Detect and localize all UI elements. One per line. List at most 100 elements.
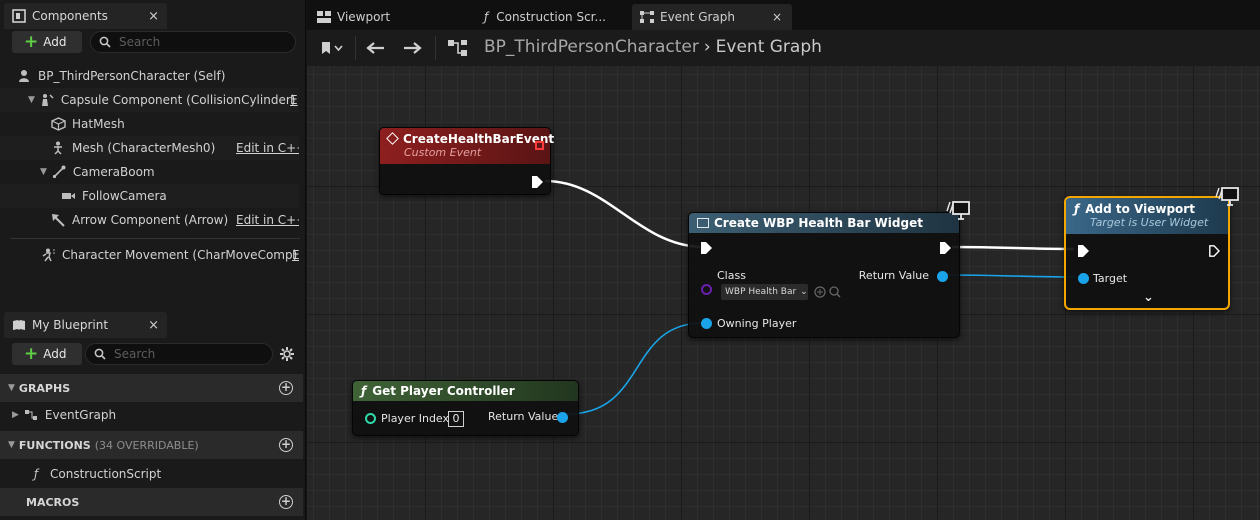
node-subtitle: Target is User Widget bbox=[1090, 216, 1209, 229]
exec-out-pin[interactable] bbox=[940, 242, 951, 254]
wire-layer bbox=[544, 179, 1076, 415]
chevron-right-icon[interactable]: ▶ bbox=[12, 410, 19, 420]
exec-in-pin[interactable] bbox=[701, 242, 712, 254]
camera-icon bbox=[60, 188, 76, 204]
my-blueprint-tab-label: My Blueprint bbox=[32, 318, 109, 332]
tab-label: Construction Scr... bbox=[496, 10, 606, 24]
owning-player-pin[interactable] bbox=[701, 318, 712, 329]
browse-icons[interactable] bbox=[814, 285, 844, 299]
section-functions[interactable]: ▼ FUNCTIONS (34 OVERRIDABLE) + bbox=[0, 431, 303, 459]
edit-link[interactable]: E bbox=[290, 93, 298, 107]
tree-item-capsule[interactable]: ▼ Capsule Component (CollisionCylinder) … bbox=[0, 88, 299, 112]
edit-in-cpp-link[interactable]: Edit in C++ bbox=[236, 141, 299, 155]
tree-item-label: Mesh (CharacterMesh0) bbox=[72, 141, 216, 155]
edit-in-cpp-link[interactable]: Edit in C++ bbox=[236, 213, 299, 227]
tree-item-self[interactable]: BP_ThirdPersonCharacter (Self) bbox=[0, 64, 299, 88]
player-index-input[interactable]: 0 bbox=[448, 411, 464, 427]
tree-item-cameraboom[interactable]: ▼ CameraBoom bbox=[0, 160, 299, 184]
arrow-right-icon bbox=[404, 42, 422, 54]
section-graphs[interactable]: ▼ GRAPHS + bbox=[0, 374, 303, 402]
book-icon bbox=[13, 320, 25, 330]
tab-construction-script[interactable]: ƒ Construction Scr... bbox=[472, 4, 632, 30]
chevron-down-icon[interactable]: ▼ bbox=[28, 95, 35, 105]
close-icon[interactable]: × bbox=[148, 317, 159, 333]
function-icon: ƒ bbox=[484, 10, 489, 24]
blueprint-search-input[interactable]: Search bbox=[85, 343, 273, 365]
exec-in-pin[interactable] bbox=[1078, 245, 1089, 257]
search-placeholder: Search bbox=[119, 35, 161, 49]
search-icon bbox=[94, 348, 106, 360]
node-subtitle: Custom Event bbox=[404, 146, 482, 159]
exec-out-pin[interactable] bbox=[532, 176, 543, 188]
client-only-icon bbox=[946, 201, 970, 220]
search-placeholder: Search bbox=[114, 347, 156, 361]
object-wire[interactable] bbox=[566, 322, 703, 415]
tree-item-label: CameraBoom bbox=[72, 165, 155, 179]
plus-icon: + bbox=[24, 31, 39, 52]
bookmark-dropdown[interactable] bbox=[315, 36, 349, 60]
edit-link[interactable]: E bbox=[292, 248, 299, 262]
tab-viewport[interactable]: Viewport bbox=[309, 4, 469, 30]
components-search-input[interactable]: Search bbox=[90, 31, 296, 53]
graph-item-eventgraph[interactable]: ▶ EventGraph bbox=[0, 403, 299, 427]
class-pin[interactable] bbox=[701, 284, 712, 295]
player-index-pin[interactable] bbox=[365, 413, 376, 424]
forward-button[interactable] bbox=[401, 36, 425, 60]
tree-item-label: Character Movement (CharMoveComp) bbox=[62, 248, 298, 262]
tree-item-movement[interactable]: Character Movement (CharMoveComp) E bbox=[0, 243, 299, 267]
gear-icon[interactable] bbox=[279, 346, 295, 362]
add-graph-icon[interactable]: + bbox=[279, 380, 293, 395]
pawn-icon bbox=[16, 68, 32, 84]
add-macro-icon[interactable]: + bbox=[279, 494, 293, 509]
tab-event-graph[interactable]: Event Graph × bbox=[632, 4, 792, 30]
object-wire[interactable] bbox=[946, 274, 1076, 278]
create-widget-node[interactable]: Create WBP Health Bar Widget Class WBP H… bbox=[688, 201, 970, 338]
section-sublabel: (34 OVERRIDABLE) bbox=[94, 438, 199, 452]
function-item-constructionscript[interactable]: ƒ ConstructionScript bbox=[0, 462, 299, 486]
close-icon[interactable]: × bbox=[771, 10, 782, 24]
target-pin[interactable] bbox=[1078, 273, 1089, 284]
left-panel: Components × + Add Search BP_ThirdPerson… bbox=[0, 0, 306, 520]
exec-out-pin[interactable] bbox=[1209, 245, 1220, 257]
class-select[interactable]: WBP Health Bar⌄ bbox=[721, 284, 808, 300]
exec-wire[interactable] bbox=[544, 179, 701, 249]
class-pin-label: Class bbox=[717, 269, 746, 282]
node-title: Add to Viewport bbox=[1085, 202, 1195, 216]
custom-event-node[interactable]: CreateHealthBarEvent Custom Event bbox=[379, 127, 554, 195]
section-macros[interactable]: MACROS + bbox=[0, 488, 303, 516]
divider bbox=[435, 36, 436, 60]
add-component-button[interactable]: + Add bbox=[12, 31, 82, 53]
tree-item-hatmesh[interactable]: HatMesh bbox=[0, 112, 299, 136]
breadcrumb-current: Event Graph bbox=[715, 37, 822, 57]
static-mesh-icon bbox=[50, 116, 66, 132]
close-icon[interactable]: × bbox=[148, 8, 159, 24]
tab-label: Event Graph bbox=[660, 10, 735, 24]
exec-wire[interactable] bbox=[951, 245, 1075, 251]
chevron-down-icon[interactable]: ⌄ bbox=[1143, 290, 1154, 305]
graph-toolbar: BP_ThirdPersonCharacter›Event Graph bbox=[307, 30, 1260, 66]
chevron-down-icon[interactable]: ▼ bbox=[40, 167, 47, 177]
chevron-down-icon: ▼ bbox=[8, 440, 15, 450]
add-blueprint-item-button[interactable]: + Add bbox=[12, 343, 82, 365]
return-value-pin[interactable] bbox=[557, 412, 568, 423]
graph-icon bbox=[448, 40, 467, 56]
tree-item-mesh[interactable]: Mesh (CharacterMesh0) Edit in C++ bbox=[0, 136, 299, 160]
section-label: FUNCTIONS bbox=[18, 438, 91, 452]
breadcrumb-root[interactable]: BP_ThirdPersonCharacter bbox=[484, 37, 699, 57]
bookmark-icon bbox=[322, 42, 343, 54]
my-blueprint-tab[interactable]: My Blueprint × bbox=[4, 312, 167, 338]
tree-item-arrow[interactable]: Arrow Component (Arrow) Edit in C++ bbox=[0, 208, 299, 232]
back-button[interactable] bbox=[363, 36, 387, 60]
event-graph-canvas[interactable]: CreateHealthBarEvent Custom Event Create… bbox=[307, 66, 1260, 520]
delegate-pin-icon[interactable] bbox=[535, 141, 544, 150]
components-tab[interactable]: Components × bbox=[4, 3, 167, 29]
search-icon bbox=[99, 36, 111, 48]
return-value-pin[interactable] bbox=[937, 271, 948, 282]
add-function-icon[interactable]: + bbox=[279, 437, 293, 452]
movement-icon bbox=[40, 247, 56, 263]
tree-item-followcamera[interactable]: FollowCamera bbox=[0, 184, 299, 208]
return-value-label: Return Value bbox=[858, 269, 929, 282]
